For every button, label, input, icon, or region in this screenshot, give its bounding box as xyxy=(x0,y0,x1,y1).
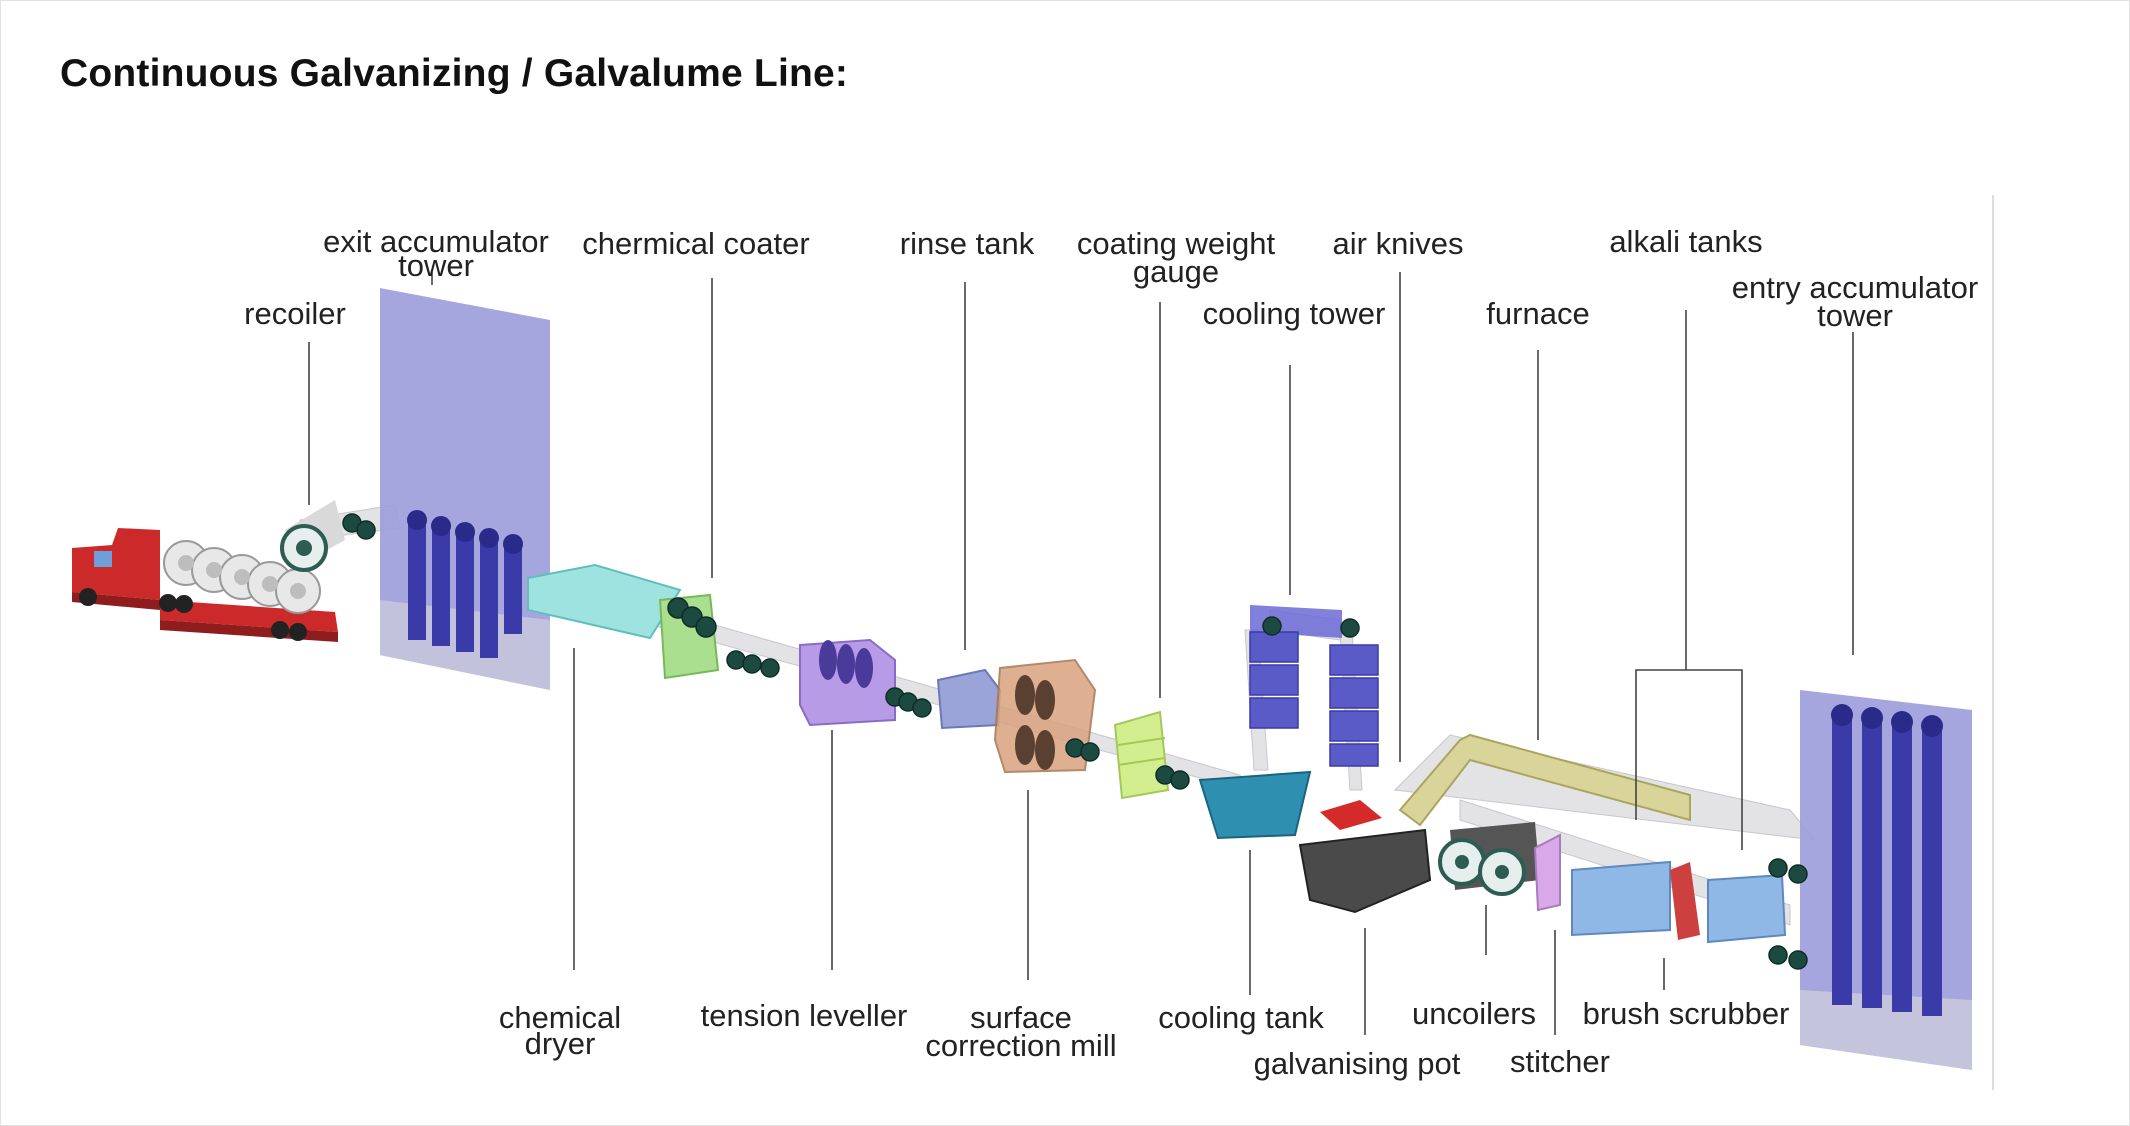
label-surface-correction-mill-line1: surface xyxy=(970,1000,1072,1035)
leader-lines xyxy=(308,272,1854,1035)
galvanising-pot-unit xyxy=(1298,828,1432,914)
label-chemical-dryer-line2: dryer xyxy=(525,1026,596,1061)
label-exit-accumulator-tower-line2: tower xyxy=(398,248,474,283)
furnace-unit xyxy=(1398,733,1691,827)
recoiler-unit xyxy=(280,500,376,572)
uncoilers-unit xyxy=(1438,822,1540,896)
label-air-knives: air knives xyxy=(1333,226,1464,261)
pinch-rolls-4 xyxy=(1155,765,1190,790)
label-chemical-coater: chermical coater xyxy=(582,226,809,261)
label-uncoilers: uncoilers xyxy=(1412,996,1536,1031)
diagram-labels: exit accumulator tower recoiler chermica… xyxy=(244,224,1978,1081)
label-alkali-tanks: alkali tanks xyxy=(1609,224,1762,259)
label-galvanising-pot: galvanising pot xyxy=(1254,1046,1461,1081)
tension-leveller-unit xyxy=(799,638,896,727)
label-entry-accumulator-tower-line1: entry accumulator xyxy=(1732,270,1978,305)
label-cooling-tower: cooling tower xyxy=(1203,296,1386,331)
pinch-rolls-2 xyxy=(885,687,932,718)
page-title: Continuous Galvanizing / Galvalume Line: xyxy=(60,52,849,95)
label-furnace: furnace xyxy=(1486,296,1589,331)
label-brush-scrubber: brush scrubber xyxy=(1583,996,1790,1031)
chemical-coater-unit xyxy=(658,593,720,680)
label-coating-weight-gauge-line2: gauge xyxy=(1133,254,1219,289)
label-entry-accumulator-tower-line2: tower xyxy=(1817,298,1893,333)
truck-with-coils xyxy=(72,528,338,642)
label-stitcher: stitcher xyxy=(1510,1044,1610,1079)
stitcher-unit xyxy=(1533,833,1561,912)
air-knives-unit xyxy=(1320,800,1382,830)
label-surface-correction-mill-line2: correction mill xyxy=(925,1028,1116,1063)
label-tension-leveller: tension leveller xyxy=(701,998,908,1033)
label-recoiler: recoiler xyxy=(244,296,346,331)
exit-accumulator-tower xyxy=(380,288,550,690)
cooling-tower-unit xyxy=(1249,605,1379,767)
pinch-rolls-1 xyxy=(726,650,780,678)
alkali-tanks-unit xyxy=(1571,860,1787,944)
label-exit-accumulator-tower-line1: exit accumulator xyxy=(323,224,549,259)
brush-scrubber-unit xyxy=(1670,862,1700,940)
label-chemical-dryer-line1: chemical xyxy=(499,1000,621,1035)
entry-accumulator-tower xyxy=(1768,690,1972,1070)
coating-weight-gauge-unit xyxy=(1113,710,1170,800)
cooling-tank-unit xyxy=(1198,770,1312,840)
label-rinse-tank: rinse tank xyxy=(900,226,1035,261)
label-coating-weight-gauge-line1: coating weight xyxy=(1077,226,1276,261)
rinse-tank-unit xyxy=(936,668,1002,730)
pinch-rolls-3 xyxy=(1065,738,1100,762)
label-cooling-tank: cooling tank xyxy=(1158,1000,1324,1035)
chemical-dryer-unit xyxy=(527,563,682,640)
